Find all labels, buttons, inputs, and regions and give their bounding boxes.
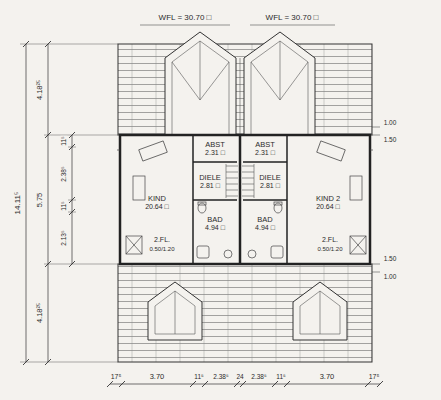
- dimension-tick: [202, 381, 208, 387]
- dimension: 4.18²⁵: [36, 79, 44, 101]
- room-name: DIELE: [198, 174, 222, 182]
- room-area: 2.31 □: [254, 149, 276, 157]
- dimension: 2.38⁵: [60, 165, 67, 182]
- room: BAD4.94 □: [244, 201, 286, 246]
- dimension: 11⁵: [60, 135, 67, 146]
- room-area: 2.81 □: [199, 182, 221, 190]
- dimension: 2.38⁵: [250, 373, 267, 380]
- room: DIELE2.81 □: [194, 163, 226, 200]
- dimension-tick: [69, 132, 75, 138]
- room-name: DIELE: [258, 174, 282, 182]
- dimension-tick: [45, 132, 51, 138]
- dimension-tick: [69, 197, 75, 203]
- dimension: 1.00: [383, 273, 398, 280]
- dimension: 3.70: [319, 373, 336, 381]
- room-area: 2.81 □: [259, 182, 281, 190]
- dimension-tick: [365, 381, 371, 387]
- dimension-tick: [23, 41, 29, 47]
- dimension: 1.50: [383, 255, 398, 262]
- window-note: 2.FL.: [321, 236, 339, 244]
- dimension: 14.11⁵: [14, 191, 23, 216]
- room-area: 20.64 □: [144, 203, 170, 211]
- dimension: 2.13⁵: [60, 229, 67, 246]
- dimension-tick: [107, 381, 113, 387]
- dimension-tick: [272, 381, 278, 387]
- dimension: 1.50: [383, 136, 398, 143]
- dimension-tick: [69, 261, 75, 267]
- dimension-tick: [23, 359, 29, 365]
- dimension-tick: [190, 381, 196, 387]
- area-note: WFL = 30.70 □: [158, 14, 213, 23]
- dimension: 17⁵: [110, 373, 123, 381]
- dimension: 11⁵: [193, 373, 204, 380]
- dimension: 11⁵: [275, 373, 286, 380]
- dimension: 11⁵: [60, 200, 67, 211]
- room: DIELE2.81 □: [254, 163, 286, 200]
- room-area: 4.94 □: [204, 224, 226, 232]
- dimension: 3.70: [149, 373, 166, 381]
- dimension-tick: [240, 381, 246, 387]
- room-name: BAD: [256, 216, 273, 224]
- window-note: 0.50/1.20: [148, 246, 175, 253]
- room-area: 4.94 □: [254, 224, 276, 232]
- dimension-tick: [234, 381, 240, 387]
- window-note: 0.50/1.20: [316, 246, 343, 253]
- dimension: 24: [235, 373, 244, 380]
- area-note: WFL = 30.70 □: [265, 14, 320, 23]
- room: BAD4.94 □: [194, 201, 236, 246]
- room-name: KIND: [147, 195, 167, 203]
- dimension-tick: [377, 381, 383, 387]
- dimension-tick: [45, 261, 51, 267]
- room-area: 2.31 □: [204, 149, 226, 157]
- room-name: KIND 2: [315, 195, 341, 203]
- dimension: 5.75: [36, 192, 44, 209]
- window-note: 2.FL.: [153, 236, 171, 244]
- dimension: 17⁵: [368, 373, 381, 381]
- room: ABST2.31 □: [194, 136, 236, 162]
- dimension: 1.00: [383, 119, 398, 126]
- dimension-tick: [45, 359, 51, 365]
- dimension: 2.38⁵: [212, 373, 229, 380]
- dimension-tick: [119, 381, 125, 387]
- room-area: 20.64 □: [315, 203, 341, 211]
- dimension-tick: [284, 381, 290, 387]
- dimension-tick: [69, 144, 75, 150]
- room-name: ABST: [204, 141, 226, 149]
- dimension-tick: [45, 41, 51, 47]
- dimension-tick: [69, 209, 75, 215]
- room-name: ABST: [254, 141, 276, 149]
- room-name: BAD: [206, 216, 223, 224]
- dimension: 4.18²⁵: [36, 302, 44, 324]
- room: ABST2.31 □: [244, 136, 286, 162]
